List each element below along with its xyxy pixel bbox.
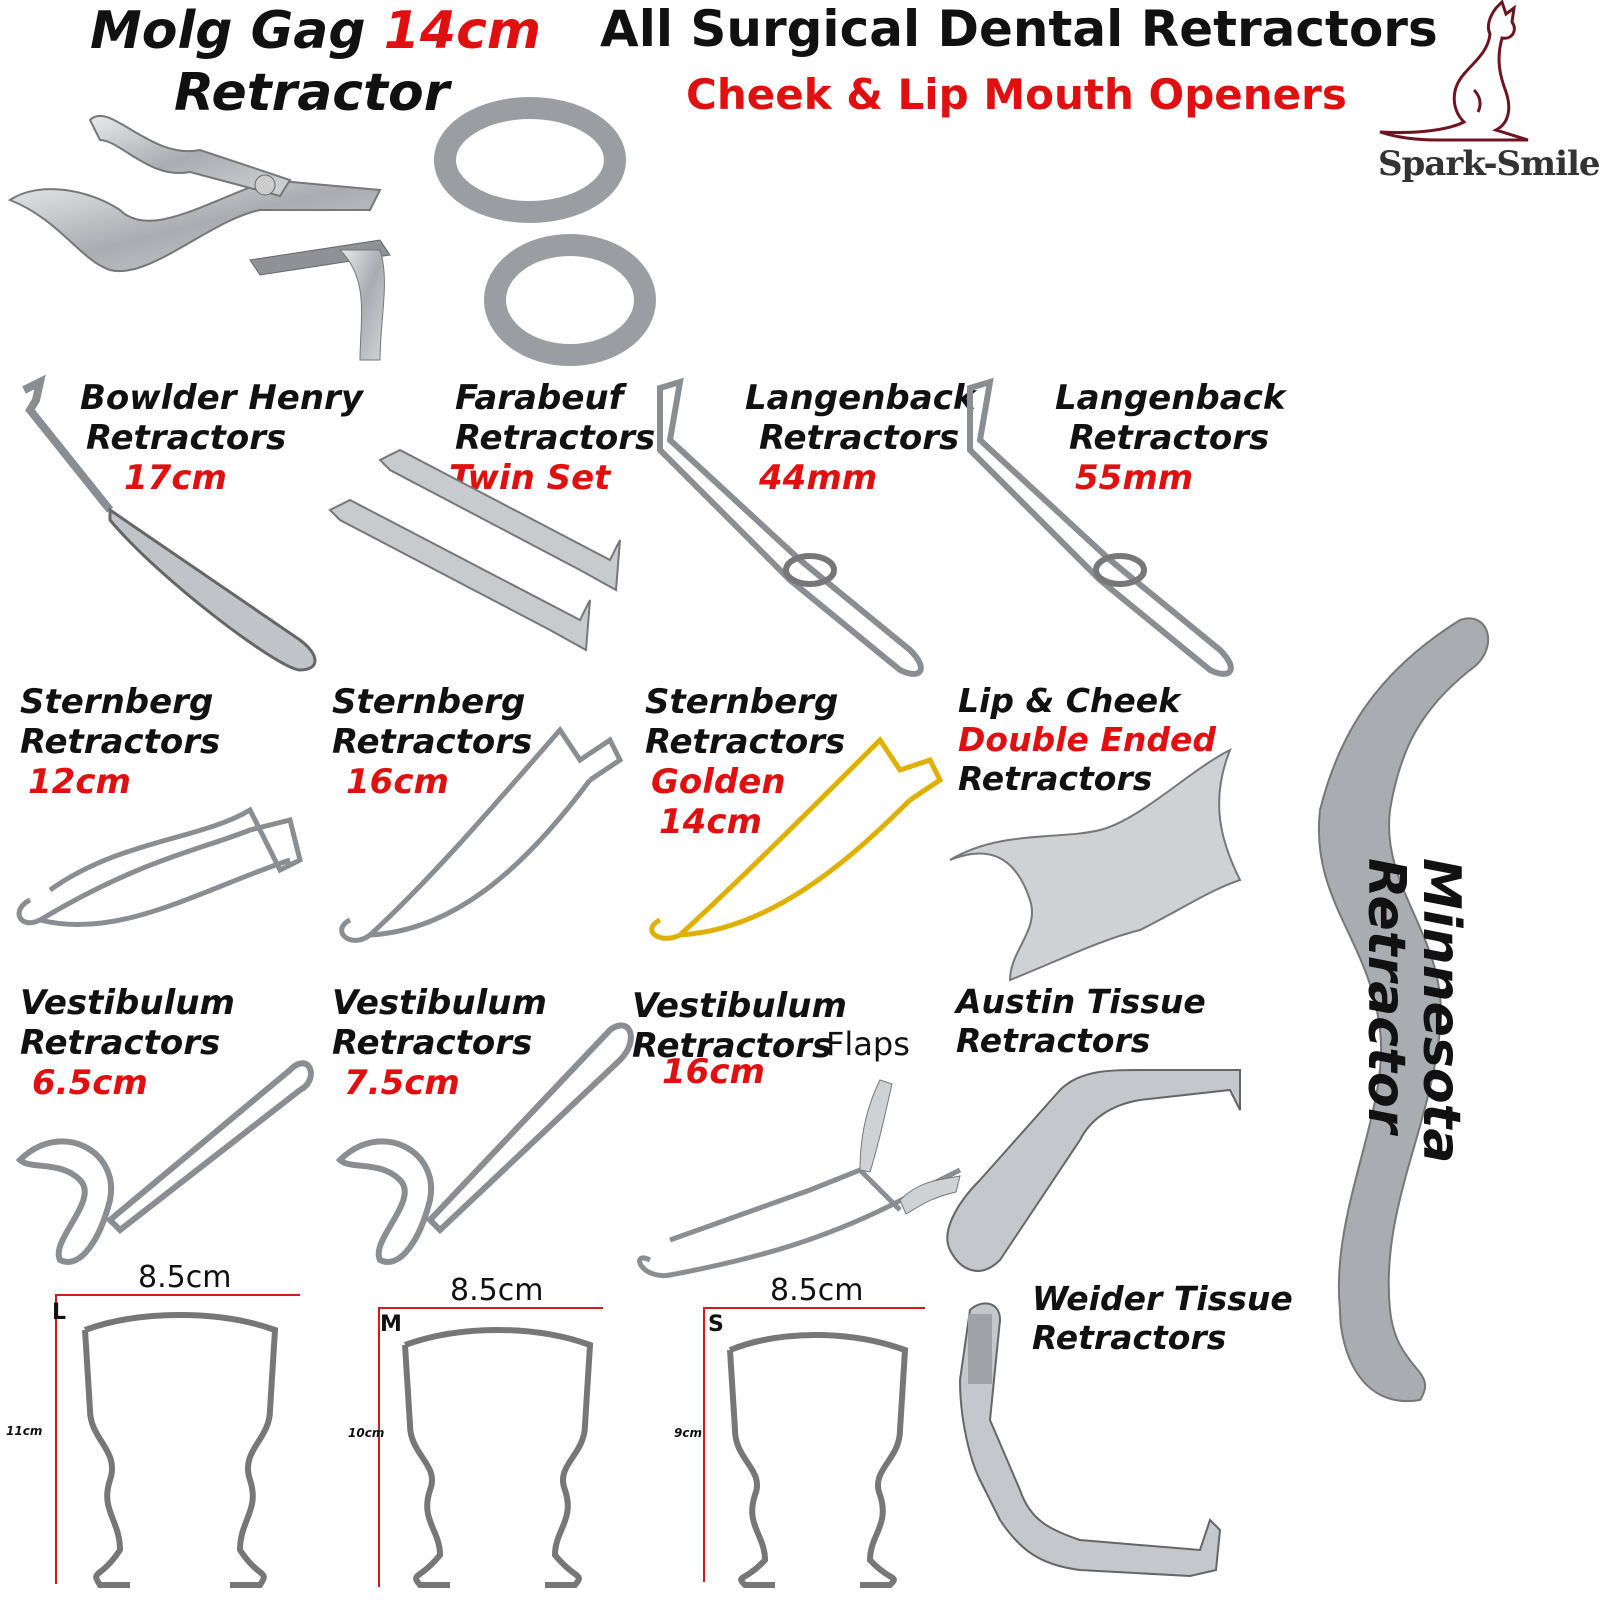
sternberg-12-size: 12cm: [28, 762, 131, 803]
sternberg-12-label: Sternberg Retractors 12cm: [20, 682, 220, 802]
langenback-44-size: 44mm: [759, 458, 878, 499]
size-l-width: 8.5cm: [138, 1260, 232, 1295]
bowlder-henry-label: Bowlder Henry Retractors 17cm: [80, 378, 363, 498]
minnesota-type: Retractor: [1356, 858, 1417, 1134]
size-s-width-line: [703, 1307, 925, 1309]
size-m-height-line: [378, 1307, 380, 1587]
bowlder-henry-type: Retractors: [86, 418, 287, 459]
sternberg-golden-name: Sternberg: [645, 682, 839, 722]
size-s-height-line: [703, 1307, 705, 1582]
vestibulum-16-label: Vestibulum Retractors 16cm: [632, 986, 847, 1106]
brand-name: Spark-Smile: [1378, 144, 1600, 184]
langenback-55-size: 55mm: [1075, 458, 1194, 499]
size-m-letter: M: [380, 1312, 402, 1337]
vestibulum-flaps-label: Flaps: [826, 1025, 910, 1063]
minnesota-name: Minnesota: [1411, 858, 1471, 1164]
farabeuf-name: Farabeuf: [455, 378, 624, 418]
langenback-44-retractor-image: [657, 377, 924, 677]
molg-gag-retractor-image: [7, 97, 656, 366]
austin-tissue-retractor-image: [946, 1069, 1241, 1272]
molg-gag-name: Molg Gag: [90, 1, 366, 61]
sternberg-16-size: 16cm: [346, 762, 449, 803]
size-l-width-line: [55, 1294, 300, 1296]
sternberg-golden-retractor-image: [649, 736, 944, 941]
molg-gag-type: Retractor: [174, 63, 450, 124]
size-l-height-line: [55, 1294, 57, 1584]
lip-cheek-double-ended: Double Ended: [958, 719, 1217, 759]
langenback-44-name: Langenback: [745, 378, 976, 418]
farabeuf-retractors-image: [328, 448, 621, 652]
molg-gag-label: Molg Gag 14cm Retractor: [90, 0, 541, 125]
weider-tissue-type: Retractors: [1032, 1317, 1227, 1357]
sternberg-golden-size: 14cm: [659, 802, 762, 843]
austin-tissue-type: Retractors: [956, 1020, 1151, 1060]
vestibulum-65-retractor-image: [15, 1060, 314, 1265]
vestibulum-65-name: Vestibulum: [20, 983, 235, 1023]
langenback-55-name: Langenback: [1055, 378, 1286, 418]
farabeuf-label: Farabeuf Retractors Twin Set: [449, 378, 656, 498]
vestibulum-16-size: 16cm: [662, 1052, 765, 1093]
minnesota-retractor-image: [1317, 617, 1489, 1403]
minnesota-label: Minnesota Retractor: [1356, 858, 1471, 1164]
wire-retractor-large-image: [82, 1312, 279, 1588]
lip-cheek-double-ended-retractor-image: [949, 747, 1242, 982]
sternberg-golden-label: Sternberg Retractors Golden 14cm: [645, 682, 845, 842]
sternberg-16-type: Retractors: [332, 722, 533, 763]
vestibulum-75-name: Vestibulum: [332, 983, 547, 1023]
wire-retractor-medium-image: [402, 1327, 594, 1588]
weider-tissue-retractor-image: [958, 1302, 1222, 1578]
langenback-55-label: Langenback Retractors 55mm: [1055, 378, 1285, 498]
langenback-55-retractor-image: [967, 377, 1234, 677]
size-s-letter: S: [708, 1312, 724, 1337]
sternberg-16-retractor-image: [339, 725, 624, 943]
kangaroo-logo-icon: [1379, 0, 1529, 142]
farabeuf-type: Retractors: [455, 418, 656, 459]
austin-tissue-name: Austin Tissue: [956, 982, 1206, 1021]
page-title: All Surgical Dental Retractors: [600, 0, 1438, 58]
weider-tissue-name: Weider Tissue: [1032, 1279, 1293, 1318]
size-s-width: 8.5cm: [770, 1273, 864, 1308]
sternberg-golden-color: Golden: [651, 762, 786, 803]
lip-cheek-label: Lip & Cheek Double Ended Retractors: [958, 681, 1217, 799]
size-l-height: 11cm: [6, 1424, 43, 1438]
sternberg-12-name: Sternberg: [20, 682, 214, 722]
size-l-letter: L: [52, 1300, 67, 1325]
langenback-44-label: Langenback Retractors 44mm: [745, 378, 975, 498]
vestibulum-75-type: Retractors: [332, 1023, 533, 1064]
size-m-width: 8.5cm: [450, 1273, 544, 1308]
lip-cheek-name: Lip & Cheek: [958, 681, 1181, 720]
sternberg-12-retractor-image: [16, 806, 303, 928]
wire-retractor-small-image: [727, 1332, 909, 1588]
vestibulum-16-retractor-image: [637, 1079, 962, 1279]
vestibulum-16-type: Retractors: [632, 1026, 833, 1067]
vestibulum-65-size: 6.5cm: [32, 1063, 148, 1104]
vestibulum-65-type: Retractors: [20, 1023, 221, 1064]
sternberg-16-label: Sternberg Retractors 16cm: [332, 682, 532, 802]
molg-gag-size: 14cm: [383, 1, 542, 61]
sternberg-golden-type: Retractors: [645, 722, 846, 763]
vestibulum-75-retractor-image: [335, 1022, 634, 1265]
size-s-height: 9cm: [674, 1426, 702, 1440]
weider-tissue-label: Weider Tissue Retractors: [1032, 1279, 1293, 1358]
bowlder-henry-name: Bowlder Henry: [80, 378, 363, 418]
sternberg-16-name: Sternberg: [332, 682, 526, 722]
size-m-width-line: [378, 1307, 603, 1309]
page-subtitle: Cheek & Lip Mouth Openers: [686, 70, 1347, 119]
vestibulum-75-label: Vestibulum Retractors 7.5cm: [332, 983, 547, 1103]
austin-tissue-label: Austin Tissue Retractors: [956, 982, 1206, 1061]
sternberg-12-type: Retractors: [20, 722, 221, 763]
vestibulum-65-label: Vestibulum Retractors 6.5cm: [20, 983, 235, 1103]
vestibulum-75-size: 7.5cm: [344, 1063, 460, 1104]
langenback-44-type: Retractors: [759, 418, 960, 459]
size-m-height: 10cm: [348, 1426, 385, 1440]
vestibulum-16-name: Vestibulum: [632, 986, 847, 1026]
bowlder-henry-retractor-image: [22, 374, 317, 672]
lip-cheek-type: Retractors: [958, 758, 1153, 798]
langenback-55-type: Retractors: [1069, 418, 1270, 459]
bowlder-henry-size: 17cm: [124, 458, 227, 499]
